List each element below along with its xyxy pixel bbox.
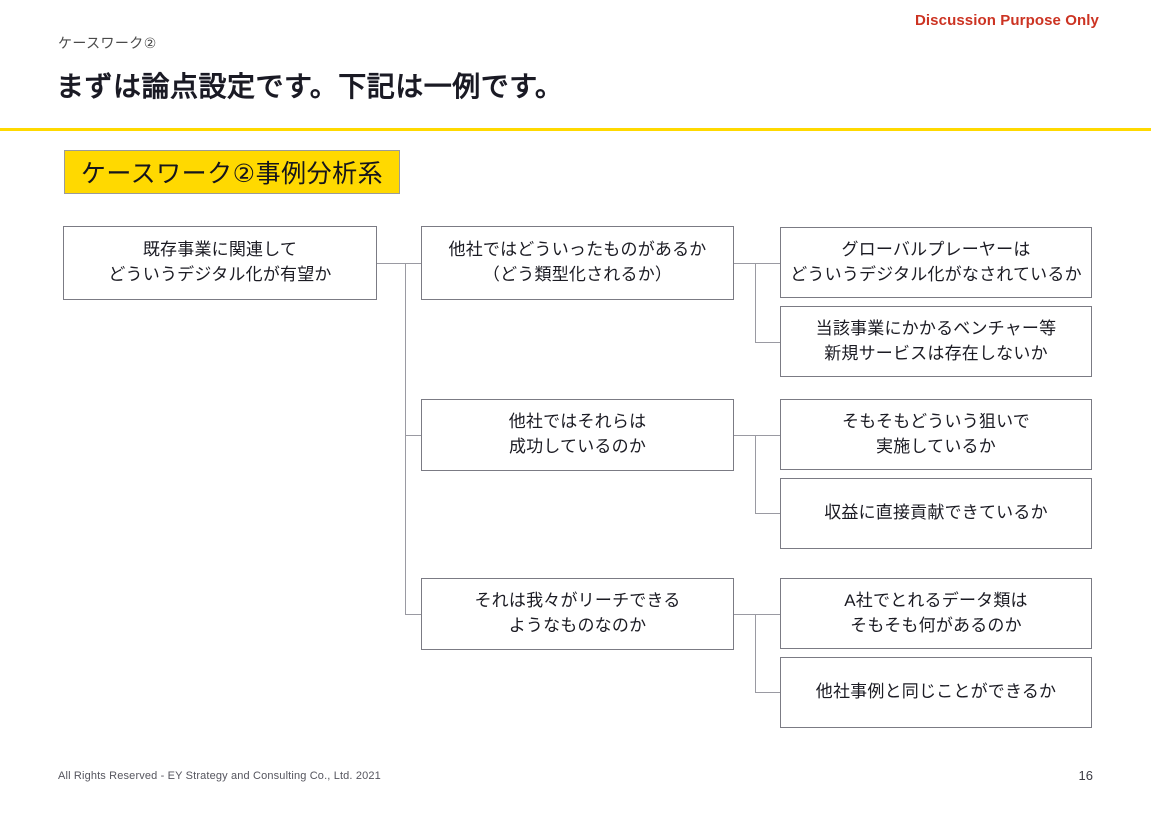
tree-node-level3-6[interactable]: 他社事例と同じことができるか: [780, 657, 1092, 728]
header-divider: [0, 128, 1151, 131]
connector-l3b2-in: [755, 513, 780, 514]
connector-l3a1-in: [755, 263, 780, 264]
connector-l1-trunk: [405, 263, 406, 615]
connector-l2b-out: [734, 435, 755, 436]
slide-kicker: ケースワーク②: [58, 35, 157, 51]
connector-l2c-trunk: [755, 614, 756, 692]
connector-l3b1-in: [755, 435, 780, 436]
connector-l2c-in: [405, 614, 422, 615]
tree-node-label: A社でとれるデータ類は そもそも何があるのか: [844, 590, 1028, 635]
tree-node-level3-5[interactable]: A社でとれるデータ類は そもそも何があるのか: [780, 578, 1092, 649]
tree-node-label: 既存事業に関連して どういうデジタル化が有望か: [108, 240, 332, 284]
connector-l3a2-in: [755, 342, 780, 343]
tree-node-label: そもそもどういう狙いで 実施しているか: [841, 411, 1030, 456]
footer-page-number: 16: [1078, 768, 1093, 783]
tree-node-label: 収益に直接貢献できているか: [824, 503, 1048, 523]
tree-node-label: 他社ではどういったものがあるか （どう類型化されるか）: [448, 240, 707, 284]
tree-node-level2-2[interactable]: 他社ではそれらは 成功しているのか: [421, 399, 734, 471]
tree-node-label: それは我々がリーチできる ようなものなのか: [474, 591, 681, 635]
tree-node-level1-1[interactable]: 既存事業に関連して どういうデジタル化が有望か: [63, 226, 377, 300]
section-chip-label: ケースワーク②事例分析系: [80, 160, 384, 188]
tree-node-level2-3[interactable]: それは我々がリーチできる ようなものなのか: [421, 578, 734, 650]
connector-l3c2-in: [755, 692, 780, 693]
connector-l3c1-in: [755, 614, 780, 615]
tree-node-level2-1[interactable]: 他社ではどういったものがあるか （どう類型化されるか）: [421, 226, 734, 300]
tree-node-label: 他社ではそれらは 成功しているのか: [508, 412, 647, 456]
section-chip: ケースワーク②事例分析系: [64, 150, 400, 194]
tree-node-label: 他社事例と同じことができるか: [815, 682, 1057, 702]
tree-node-label: 当該事業にかかるベンチャー等 新規サービスは存在しないか: [815, 318, 1057, 363]
connector-l2b-in: [405, 435, 422, 436]
tree-node-level3-3[interactable]: そもそもどういう狙いで 実施しているか: [780, 399, 1092, 470]
connector-l2a-out: [734, 263, 755, 264]
connector-l2b-trunk: [755, 435, 756, 513]
tree-node-label: グローバルプレーヤーは どういうデジタル化がなされているか: [790, 239, 1082, 284]
connector-l2a-in: [405, 263, 422, 264]
tree-node-level3-1[interactable]: グローバルプレーヤーは どういうデジタル化がなされているか: [780, 227, 1092, 298]
footer-copyright: All Rights Reserved - EY Strategy and Co…: [58, 770, 381, 782]
page-title: まずは論点設定です。下記は一例です。: [56, 71, 564, 102]
tree-node-level3-4[interactable]: 収益に直接貢献できているか: [780, 478, 1092, 549]
connector-l2a-trunk: [755, 263, 756, 342]
disclaimer-label: Discussion Purpose Only: [914, 12, 1099, 29]
tree-node-level3-2[interactable]: 当該事業にかかるベンチャー等 新規サービスは存在しないか: [780, 306, 1092, 377]
connector-l1-out: [377, 263, 405, 264]
connector-l2c-out: [734, 614, 755, 615]
